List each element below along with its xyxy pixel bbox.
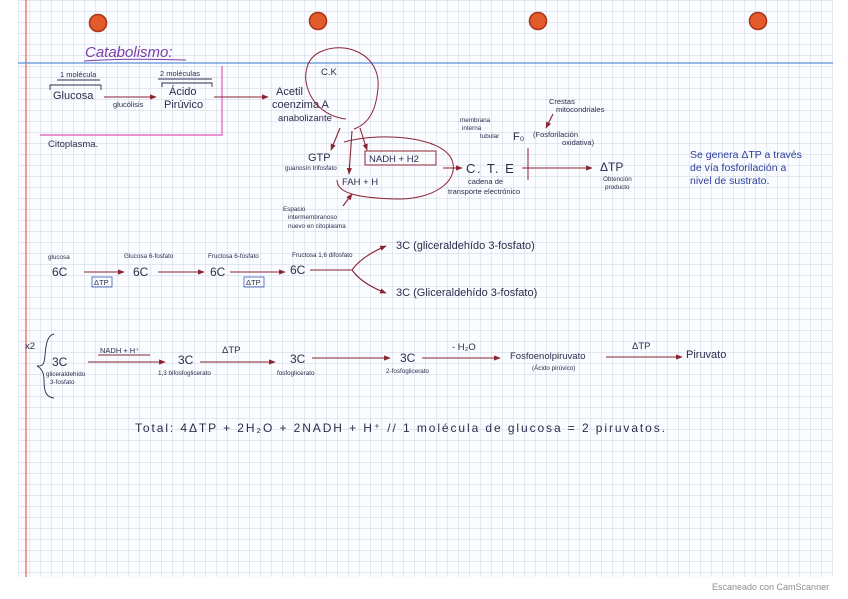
acetyl-line2: coenzima A: [272, 99, 330, 111]
acetyl-line3: anabolizante: [278, 113, 332, 124]
nadh-label: NADH + H2: [369, 154, 419, 165]
cte-full-name-line2: transporte electrónico: [448, 187, 520, 196]
intermembrane-pointer-arrow: [342, 193, 353, 207]
phase2-arrow-label-4: ΔTP: [632, 341, 651, 352]
f0-name-line2: oxidativa): [562, 138, 595, 147]
scanner-watermark: Escaneado con CamScanner: [712, 582, 829, 592]
cte-label: C. T. E: [466, 161, 515, 176]
phase1-split-arrow-up: [351, 245, 387, 271]
phase1-step4-name: Fructosa 1,6 difosfato: [292, 252, 353, 259]
glucose-bracket: [49, 84, 102, 90]
phase1-product-1: 3C (gliceraldehído 3-fosfato): [396, 240, 535, 252]
pyruvic-acid-line1: Ácido: [169, 85, 197, 98]
krebs-to-gtp-arrow: [330, 127, 341, 151]
glycolysis-label: glucólisis: [113, 100, 144, 109]
phase1-split-arrow-down: [351, 269, 387, 294]
phase2-step1-name-line1: gliceraldehído: [46, 371, 86, 378]
phase2-arrow-label-3: - H₂O: [452, 342, 476, 353]
gtp-full-name: guanosín trifosfato: [285, 165, 337, 172]
atp-label: ΔTP: [600, 160, 623, 174]
side-note-line1: Se genera ΔTP a través: [690, 149, 802, 161]
phase2-final-product: Piruvato: [686, 349, 726, 361]
phase2-step3-carbons: 3C: [290, 352, 306, 366]
krebs-to-fadh-arrow: [346, 130, 353, 175]
phase2-curly-bracket: [36, 333, 55, 399]
krebs-cycle-label: C.K: [321, 67, 338, 78]
phase1-product-2: 3C (Gliceraldehído 3-fosfato): [396, 287, 537, 299]
overview-diagram: 1 molécula Glucosa glucólisis 2 molécula…: [40, 47, 802, 230]
nadh-box: [364, 150, 437, 166]
krebs-cycle-loop: [305, 47, 379, 130]
crests-label-line2: mitocondriales: [556, 105, 605, 114]
glucose-label: Glucosa: [53, 90, 94, 102]
phase2-step1-carbons: 3C: [52, 355, 68, 369]
gtp-label: GTP: [308, 152, 331, 164]
phase1-step2-carbons: 6C: [133, 265, 149, 279]
intermembrane-line1: Espacio: [283, 206, 306, 213]
phase2-multiplier: x2: [25, 341, 35, 352]
glycolysis-phase-1: glucosa 6C ΔTP Glucosa 6-fosfato 6C Fruc…: [48, 240, 537, 299]
punch-hole-icon: [88, 13, 108, 33]
pyruvic-quantity: 2 moléculas: [160, 69, 200, 78]
phase2-step2-name: 1,3 bifosfoglicerato: [158, 370, 211, 377]
atp-note-line2: producto: [605, 184, 630, 191]
intermembrane-line3: nuevo en citoplasma: [288, 223, 346, 230]
phase1-step2-name: Glucosa 6-fosfato: [124, 253, 174, 260]
membrane-label-line3: tubular: [480, 133, 499, 140]
pyruvic-bracket: [161, 82, 213, 87]
phase1-step1-name: glucosa: [48, 254, 70, 261]
phase2-arrow-label-2: ΔTP: [222, 345, 241, 356]
phase2-step1-name-line2: 3-fosfato: [50, 379, 75, 386]
cte-full-name-line1: cadena de: [468, 177, 503, 186]
f0-label: F₀: [513, 131, 524, 143]
acetyl-line1: Acetil: [276, 86, 303, 98]
phase1-step1-carbons: 6C: [52, 265, 68, 279]
phase2-pep-label: Fosfoenolpiruvato: [510, 351, 586, 362]
phase2-arrow-label-1: NADH + H⁺: [100, 346, 139, 355]
glucose-quantity: 1 molécula: [60, 70, 97, 79]
membrane-label-line1: membrana: [460, 117, 491, 124]
phase1-atp-label-2: ΔTP: [246, 278, 261, 287]
pyruvic-acid-line2: Pirúvico: [164, 99, 203, 111]
membrane-label-line2: interna: [462, 125, 482, 132]
side-note-line2: de vía fosforilación a: [690, 162, 786, 174]
total-summary: Total: 4ΔTP + 2H₂O + 2NADH + H⁺ // 1 mol…: [135, 421, 665, 435]
punch-hole-icon: [528, 11, 548, 31]
electron-carrier-loop: [336, 136, 454, 200]
phase2-step2-carbons: 3C: [178, 353, 194, 367]
phase1-atp-box-2: [243, 276, 265, 288]
intermembrane-line2: intermembranoso: [288, 214, 337, 221]
fadh-label: FAH + H: [342, 177, 378, 188]
phase1-step3-name: Fructosa 6-fosfato: [208, 253, 259, 260]
phase1-atp-label-1: ΔTP: [94, 278, 109, 287]
krebs-to-nadh-arrow: [359, 127, 368, 151]
punch-holes: [88, 11, 768, 33]
side-note-line3: nivel de sustrato.: [690, 175, 769, 187]
cytoplasm-region-border: [40, 66, 223, 136]
crests-label-line1: Crestas: [549, 97, 575, 106]
punch-hole-icon: [748, 11, 768, 31]
phase2-step4-carbons: 3C: [400, 351, 416, 365]
cytoplasm-label: Citoplasma.: [48, 139, 98, 150]
title-underline: [83, 58, 187, 62]
phase1-step3-carbons: 6C: [210, 265, 226, 279]
glycolysis-phase-2: x2 3C gliceraldehído 3-fosfato NADH + H⁺…: [25, 333, 726, 399]
phase1-atp-box-1: [91, 276, 113, 288]
phase2-step4-name: 2-fosfoglicerato: [386, 368, 430, 375]
page-title: Catabolismo:: [85, 44, 173, 61]
atp-note-line1: Obtención: [603, 176, 632, 183]
crests-to-f0-arrow: [545, 113, 554, 129]
phase2-step3-name: fosfoglicerato: [277, 370, 315, 377]
phase1-step4-carbons: 6C: [290, 263, 306, 277]
punch-hole-icon: [308, 11, 328, 31]
phase2-pep-note: (Ácido pirúvico): [532, 363, 575, 372]
f0-name-line1: (Fosforilación: [533, 130, 578, 139]
